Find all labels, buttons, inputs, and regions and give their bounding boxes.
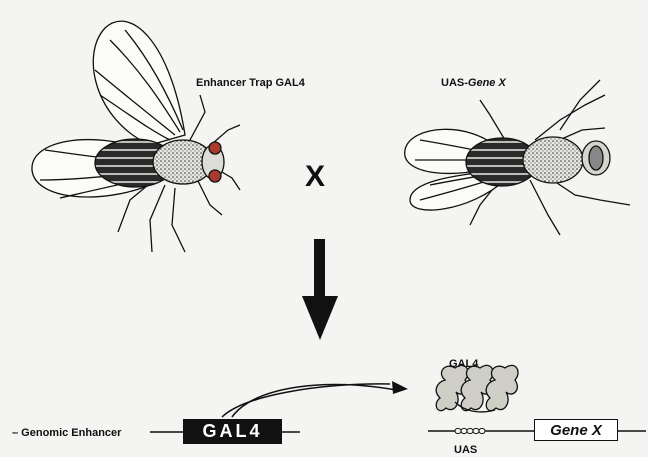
down-arrow-icon bbox=[302, 239, 338, 340]
genomic-enhancer-label: – Genomic Enhancer bbox=[12, 427, 121, 439]
uas-label: UAS bbox=[454, 444, 477, 456]
uas-prefix: UAS- bbox=[441, 77, 468, 89]
gal4-gene-box: GAL4 bbox=[183, 419, 282, 444]
enhancer-trap-label: Enhancer Trap GAL4 bbox=[196, 77, 305, 89]
uas-sites bbox=[455, 428, 485, 433]
uas-gene-name: Gene X bbox=[468, 77, 506, 89]
gal4-dimer-icon bbox=[436, 365, 518, 412]
cross-symbol: X bbox=[305, 160, 325, 194]
gene-x-box: Gene X bbox=[534, 419, 618, 441]
curved-arrow-icon bbox=[222, 381, 408, 417]
fly-left-icon bbox=[32, 21, 240, 252]
gal4-protein-label: GAL4 bbox=[449, 358, 478, 370]
uas-gene-label: UAS-Gene X bbox=[441, 77, 506, 89]
fly-right-icon bbox=[405, 80, 630, 235]
